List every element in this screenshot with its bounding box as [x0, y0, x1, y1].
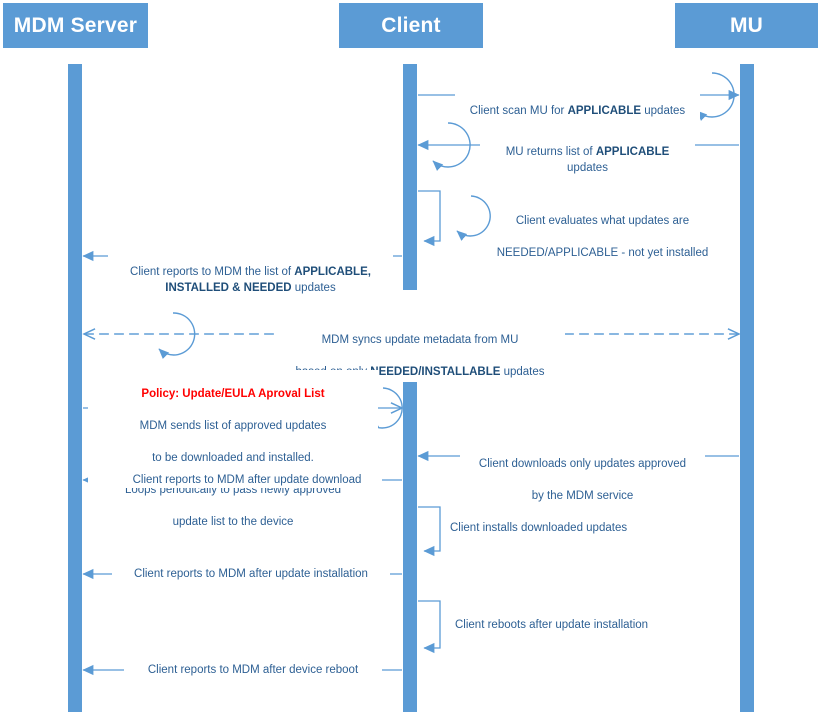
connector-m3: [418, 190, 491, 247]
m4-seg2-bold: INSTALLED & NEEDED: [165, 282, 292, 294]
lifeline-mu: [740, 64, 754, 712]
actor-header-client[interactable]: Client: [339, 3, 483, 48]
m5-line2-bold: NEEDED/INSTALLABLE: [370, 366, 501, 378]
m4-seg1: Client reports to MDM the list of: [130, 266, 295, 278]
m7-line1: Client downloads only updates approved: [478, 458, 687, 470]
m6-line4: update list to the device: [172, 516, 294, 528]
connector-m5: [84, 312, 739, 360]
m6-policy-text: Policy: Update/EULA Aproval List: [141, 388, 325, 400]
m1-text-bold: APPLICABLE: [567, 105, 642, 117]
m6-line2: to be downloaded and installed.: [152, 452, 314, 464]
m4-seg1-bold: APPLICABLE,: [294, 266, 371, 278]
message-label-m1: Client scan MU for APPLICABLE updates: [455, 87, 700, 119]
actor-label-client: Client: [381, 13, 441, 37]
m5-line1: MDM syncs update metadata from MU: [321, 334, 519, 346]
actor-label-mu: MU: [729, 13, 764, 37]
actor-header-mdm-server[interactable]: MDM Server: [3, 3, 148, 48]
message-label-m10: Client reports to MDM after update insta…: [112, 566, 390, 582]
lifeline-client-segment-2: [403, 382, 417, 712]
message-label-m9: Client installs downloaded updates: [450, 522, 628, 534]
message-label-m7: Client downloads only updates approved b…: [460, 440, 705, 504]
m1-text-post: updates: [641, 105, 686, 117]
connector-m11: [418, 600, 441, 654]
m3-line1: Client evaluates what updates are: [515, 215, 690, 227]
connector-m9: [418, 506, 441, 557]
message-label-m5: MDM syncs update metadata from MU based …: [275, 316, 565, 380]
message-label-m2: MU returns list of APPLICABLE updates: [480, 128, 695, 176]
lifeline-client-segment-1: [403, 64, 417, 290]
actor-label-mdm-server: MDM Server: [13, 13, 138, 37]
m4-seg2-post: updates: [291, 282, 336, 294]
m2-text-bold: APPLICABLE: [595, 146, 670, 158]
m3-line2: NEEDED/APPLICABLE - not yet installed: [496, 247, 709, 259]
message-label-m4: Client reports to MDM the list of APPLIC…: [108, 248, 393, 296]
m2-text-post: updates: [567, 162, 608, 174]
message-label-m11: Client reboots after update installation: [455, 619, 649, 631]
actor-header-mu[interactable]: MU: [675, 3, 818, 48]
message-label-m8: Client reports to MDM after update downl…: [112, 472, 382, 488]
message-label-m12: Client reports to MDM after device reboo…: [124, 662, 382, 678]
message-label-m6: Policy: Update/EULA Aproval List MDM sen…: [88, 370, 378, 530]
m6-line1: MDM sends list of approved updates: [139, 420, 327, 432]
m7-line2: by the MDM service: [531, 490, 634, 502]
m2-text-pre: MU returns list of: [505, 146, 596, 158]
m5-line2-post: updates: [500, 366, 545, 378]
m1-text-pre: Client scan MU for: [469, 105, 568, 117]
lifeline-mdm-server: [68, 64, 82, 712]
message-label-m3: Client evaluates what updates are NEEDED…: [480, 197, 725, 261]
